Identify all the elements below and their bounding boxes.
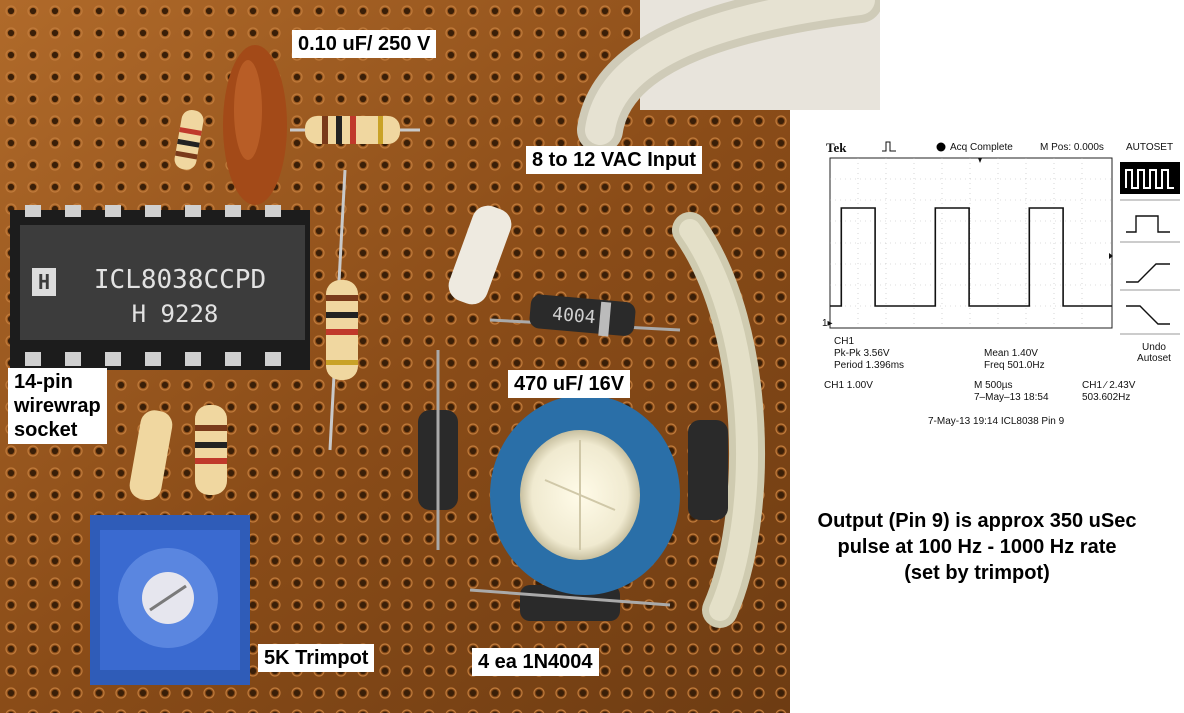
caption-line: pulse at 100 Hz - 1000 Hz rate <box>837 536 1117 558</box>
measure-mean: Mean 1.40V <box>984 348 1038 359</box>
socket-label-line: 14-pin <box>14 371 73 393</box>
scope-brand: Tek <box>826 140 847 155</box>
scope-graphics <box>829 141 1180 335</box>
measure-frequency: Freq 501.0Hz <box>984 360 1045 371</box>
trigger-level-marker <box>1109 253 1113 259</box>
menu-rising-edge-option <box>1126 263 1170 283</box>
ac-input-label: 8 to 12 VAC Input <box>526 146 703 174</box>
caption-line: (set by trimpot) <box>904 562 1050 584</box>
run-mode-icon <box>882 141 896 152</box>
trimpot-label: 5K Trimpot <box>258 644 375 672</box>
chip-part-number: ICL8038CCPD <box>94 265 266 295</box>
diode-marking: 4004 <box>551 304 596 329</box>
ch1-ground-marker: 1▸ <box>822 318 833 329</box>
socket-label-line: socket <box>14 419 78 441</box>
trigger-setting: CH1 ∕ 2.43V <box>1082 380 1136 391</box>
horizontal-position: M Pos: 0.000s <box>1040 142 1104 153</box>
socket-label: 14-pin wirewrap socket <box>8 368 107 444</box>
trigger-position-marker <box>978 158 982 163</box>
measure-pk-pk: Pk-Pk 3.56V <box>834 348 890 359</box>
capacitor-film-label: 0.10 uF/ 250 V <box>292 30 437 58</box>
autoset-label: Autoset <box>1137 353 1171 364</box>
pulse-waveform <box>830 207 1112 307</box>
diodes-label: 4 ea 1N4004 <box>472 648 599 676</box>
electrolytic-cap-label: 470 uF/ 16V <box>508 370 631 398</box>
menu-falling-edge-option <box>1126 305 1170 325</box>
chip-logo: H <box>38 270 50 294</box>
acquisition-status: Acq Complete <box>950 142 1013 153</box>
trigger-frequency: 503.602Hz <box>1082 392 1131 403</box>
capture-footer: 7-May-13 19:14 ICL8038 Pin 9 <box>928 416 1065 427</box>
circuit-board-photo: H ICL8038CCPD H 9228 4004 <box>0 0 880 713</box>
scope-internal-date: 7–May–13 18:54 <box>974 392 1049 403</box>
oscilloscope-screenshot: Tek Acq Complete M Pos: 0.000s AUTOSET 1… <box>820 136 1184 432</box>
undo-label: Undo <box>1142 342 1166 353</box>
chip-date-code: H 9228 <box>132 300 219 328</box>
caption-line: Output (Pin 9) is approx 350 uSec <box>817 510 1137 532</box>
ch1-volts-per-div: CH1 1.00V <box>824 380 873 391</box>
acq-status-dot <box>936 142 946 152</box>
measure-channel: CH1 <box>834 336 855 347</box>
output-description: Output (Pin 9) is approx 350 uSec pulse … <box>770 508 1184 586</box>
socket-label-line: wirewrap <box>14 395 101 417</box>
measure-period: Period 1.396ms <box>834 360 905 371</box>
timebase: M 500µs <box>974 380 1013 391</box>
autoset-title: AUTOSET <box>1126 142 1174 153</box>
menu-pulse-option <box>1126 215 1170 233</box>
undo-autoset-button[interactable]: Undo Autoset <box>1132 342 1176 364</box>
